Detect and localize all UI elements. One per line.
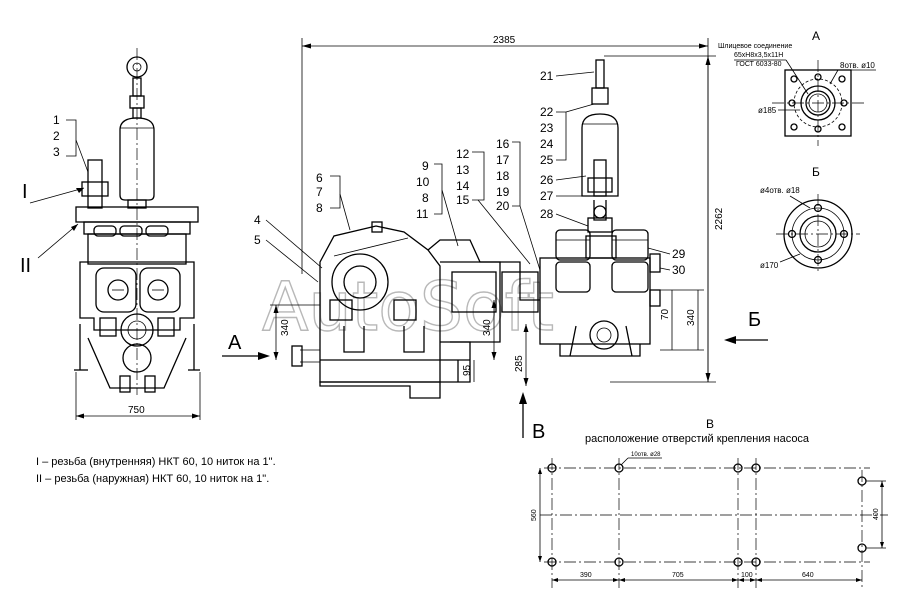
callout-29: 29 — [672, 247, 686, 261]
height-2262-label: 2262 — [714, 207, 725, 230]
view-b-diameter: ø170 — [760, 261, 779, 270]
spline-line1: Шлицевое соединение — [718, 43, 792, 50]
view-letter-V: B — [532, 421, 545, 443]
view-v-spacing-705: 705 — [672, 572, 684, 579]
left-340-label: 340 — [280, 319, 291, 336]
note-thread-external: II – резьба (наружная) НКТ 60, 10 ниток … — [36, 473, 269, 485]
callout-9: 9 — [422, 159, 429, 173]
view-v-height-400: 400 — [873, 508, 880, 520]
view-a-title: A — [812, 29, 820, 43]
view-a-holes: 8отв. ø10 — [840, 61, 875, 70]
callout-19: 19 — [496, 185, 510, 199]
view-v-title: B — [706, 417, 714, 431]
callout-26: 26 — [540, 173, 554, 187]
callout-11: 11 — [416, 207, 429, 221]
watermark: AutoSoft — [262, 268, 554, 347]
view-letter-A: A — [228, 332, 242, 354]
view-v-spacing-640: 640 — [802, 572, 814, 579]
view-v-height-560: 560 — [531, 509, 538, 521]
callout-15: 15 — [456, 193, 470, 207]
callout-5: 5 — [254, 233, 261, 247]
callout-22: 22 — [540, 105, 554, 119]
note-thread-internal: I – резьба (внутренняя) НКТ 60, 10 ниток… — [36, 456, 276, 468]
view-b-flange: Б ø4отв. ø18 ø170 — [760, 165, 860, 274]
side-view: 2385 2262 A 340 — [222, 35, 768, 443]
callout-1: 1 — [53, 113, 60, 127]
callout-14: 14 — [456, 179, 470, 193]
width-750-label: 750 — [128, 405, 145, 416]
view-letter-B-cyr: Б — [748, 309, 761, 331]
callout-6: 6 — [316, 171, 323, 185]
callout-27: 27 — [540, 189, 554, 203]
callout-4: 4 — [254, 213, 261, 227]
callout-10: 10 — [416, 175, 430, 189]
front-view: 750 1 2 3 I II — [20, 48, 201, 420]
view-v-hole-layout: B расположение отверстий крепления насос… — [531, 417, 888, 588]
right-340-label: 340 — [686, 309, 697, 326]
callout-12: 12 — [456, 147, 470, 161]
callout-28: 28 — [540, 207, 554, 221]
view-v-subtitle: расположение отверстий крепления насоса — [585, 433, 810, 445]
view-v-holes-label: 10отв. ø28 — [631, 452, 661, 458]
callout-23: 23 — [540, 121, 554, 135]
thread-marker-I: I — [22, 181, 28, 203]
right-70-label: 70 — [660, 308, 671, 320]
mid-95-label: 95 — [462, 364, 473, 376]
callout-17: 17 — [496, 153, 510, 167]
view-a-diameter: ø185 — [758, 106, 777, 115]
gost-label: ГОСТ 6033-80 — [736, 61, 782, 68]
length-2385-label: 2385 — [493, 35, 516, 46]
callout-21: 21 — [540, 69, 554, 83]
view-a-flange: A Шлицевое соединение 65xH8x3,5x11H ГОСТ… — [718, 29, 876, 146]
spline-line2: 65xH8x3,5x11H — [734, 52, 783, 59]
view-v-spacing-100: 100 — [741, 572, 753, 579]
mid-340-label: 340 — [482, 319, 493, 336]
callout-7: 7 — [316, 185, 323, 199]
callout-30: 30 — [672, 263, 686, 277]
callout-8b: 8 — [422, 191, 429, 205]
callout-2: 2 — [53, 129, 60, 143]
callout-8a: 8 — [316, 201, 323, 215]
view-b-title: Б — [812, 165, 820, 179]
callout-24: 24 — [540, 137, 554, 151]
callout-20: 20 — [496, 199, 510, 213]
mid-285-label: 285 — [514, 355, 525, 372]
callout-18: 18 — [496, 169, 510, 183]
callout-3: 3 — [53, 145, 60, 159]
view-v-spacing-390: 390 — [580, 572, 592, 579]
thread-marker-II: II — [20, 255, 31, 277]
callout-13: 13 — [456, 163, 470, 177]
callout-16: 16 — [496, 137, 510, 151]
callout-25: 25 — [540, 153, 554, 167]
view-b-holes: ø4отв. ø18 — [760, 186, 800, 195]
